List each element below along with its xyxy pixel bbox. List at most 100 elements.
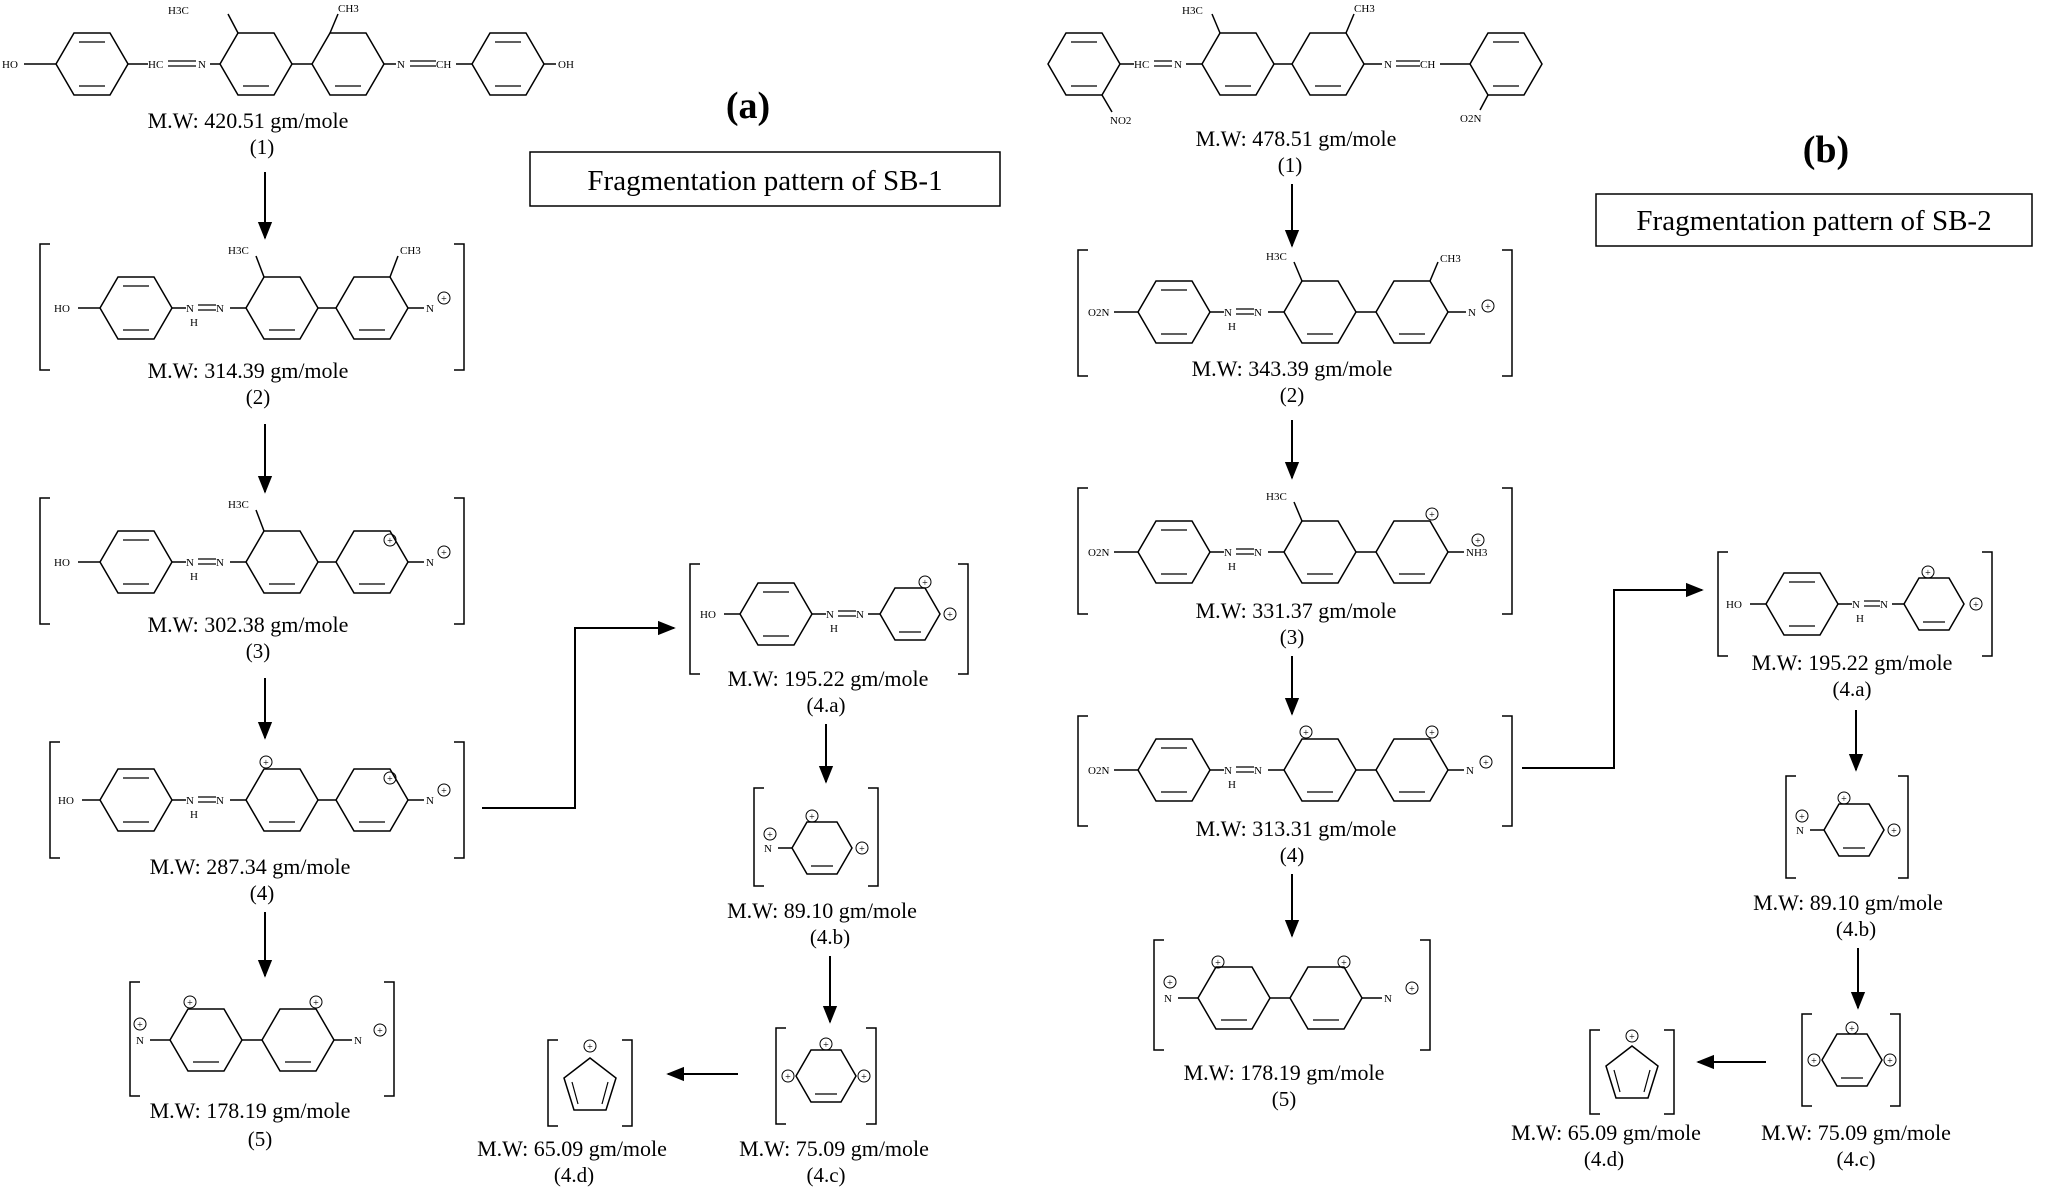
fragment-b4d-structure: + [1589, 1029, 1675, 1115]
svg-text:H: H [1856, 613, 1864, 625]
svg-text:H: H [190, 809, 198, 821]
svg-text:N: N [354, 1035, 362, 1047]
svg-text:H: H [1228, 321, 1236, 333]
fragment-a4b-number: (4.b) [810, 925, 850, 949]
panel-a: (a) Fragmentation pattern of SB-1 HO HC … [2, 3, 1001, 1187]
fragment-b4a-structure: HO N N H + + [1717, 551, 1993, 657]
fragment-a4b-structure: N + + + [753, 787, 879, 887]
svg-text:+: + [1799, 812, 1805, 823]
svg-text:+: + [1485, 302, 1491, 313]
svg-text:+: + [263, 758, 269, 769]
svg-text:+: + [767, 830, 773, 841]
fragment-b4-structure: O2N N N H + + N + [1077, 715, 1513, 827]
fragment-b3-mw: M.W: 331.37 gm/mole [1196, 598, 1397, 623]
fragment-a4a-structure: HO N N H + + [689, 563, 969, 675]
svg-text:+: + [1475, 536, 1481, 547]
svg-text:+: + [1341, 958, 1347, 969]
svg-text:N: N [216, 557, 224, 569]
svg-text:CH3: CH3 [338, 3, 359, 15]
panel-a-title: Fragmentation pattern of SB-1 [587, 165, 942, 197]
fragment-a5-structure: N + + + N + [129, 981, 395, 1097]
fragment-a4c-mw: M.W: 75.09 gm/mole [739, 1136, 929, 1161]
svg-text:CH3: CH3 [1440, 253, 1461, 265]
svg-text:HC: HC [148, 59, 163, 71]
svg-text:H3C: H3C [1266, 491, 1287, 503]
fragment-a4a-mw: M.W: 195.22 gm/mole [728, 666, 929, 691]
svg-text:+: + [1887, 1056, 1893, 1067]
svg-text:N: N [198, 59, 206, 71]
fragment-a4d-mw: M.W: 65.09 gm/mole [477, 1136, 667, 1161]
svg-text:HO: HO [58, 795, 74, 807]
fragment-a4b-mw: M.W: 89.10 gm/mole [727, 898, 917, 923]
svg-text:N: N [1466, 765, 1474, 777]
svg-text:H: H [190, 571, 198, 583]
svg-text:+: + [1891, 826, 1897, 837]
fragment-b2-structure: O2N N N H H3C CH3 N + [1077, 249, 1513, 377]
svg-text:N: N [397, 59, 405, 71]
fragment-b4c-number: (4.c) [1836, 1147, 1875, 1171]
fragment-b3-structure: O2N N N H H3C + NH3 + [1077, 487, 1513, 615]
svg-text:+: + [441, 786, 447, 797]
svg-text:+: + [1811, 1056, 1817, 1067]
svg-text:O2N: O2N [1460, 113, 1481, 125]
svg-text:N: N [1254, 765, 1262, 777]
svg-text:N: N [136, 1035, 144, 1047]
svg-text:H: H [830, 623, 838, 635]
svg-text:H3C: H3C [168, 5, 189, 17]
panel-b-label: (b) [1803, 129, 1849, 171]
svg-text:+: + [1973, 600, 1979, 611]
svg-text:+: + [313, 998, 319, 1009]
fragment-a1-mw: M.W: 420.51 gm/mole [148, 108, 349, 133]
panel-b-title-box [1595, 193, 2033, 247]
fragment-b2-number: (2) [1280, 383, 1305, 407]
svg-text:+: + [859, 844, 865, 855]
svg-text:+: + [947, 610, 953, 621]
svg-text:+: + [1841, 794, 1847, 805]
svg-text:N: N [1468, 307, 1476, 319]
svg-text:HC: HC [1134, 59, 1149, 71]
svg-text:O2N: O2N [1088, 547, 1109, 559]
svg-text:+: + [441, 548, 447, 559]
svg-text:+: + [1483, 758, 1489, 769]
svg-text:N: N [426, 557, 434, 569]
fragment-a4-number: (4) [250, 881, 275, 905]
svg-text:+: + [1925, 568, 1931, 579]
svg-text:+: + [1429, 510, 1435, 521]
svg-text:CH3: CH3 [400, 245, 421, 257]
fragment-b4-number: (4) [1280, 843, 1305, 867]
svg-text:+: + [587, 1042, 593, 1053]
fragment-a1-structure: HO HC N H3C CH3 N CH [2, 3, 574, 96]
svg-text:H3C: H3C [228, 245, 249, 257]
fragment-a2-mw: M.W: 314.39 gm/mole [148, 358, 349, 383]
fragment-a1-number: (1) [250, 135, 275, 159]
svg-text:+: + [823, 1040, 829, 1051]
svg-text:+: + [922, 578, 928, 589]
svg-text:+: + [785, 1072, 791, 1083]
svg-text:HO: HO [54, 557, 70, 569]
svg-text:N: N [1880, 599, 1888, 611]
svg-text:HO: HO [1726, 599, 1742, 611]
svg-text:NO2: NO2 [1110, 115, 1131, 127]
fragment-a3-number: (3) [246, 639, 271, 663]
panel-b-title: Fragmentation pattern of SB-2 [1636, 205, 1991, 237]
fragment-a3-structure: HO N N H H3C + N + [39, 497, 465, 625]
svg-text:H: H [190, 317, 198, 329]
svg-text:+: + [377, 1026, 383, 1037]
fragment-b2-mw: M.W: 343.39 gm/mole [1192, 356, 1393, 381]
fragment-b4c-structure: + + + [1801, 1013, 1901, 1107]
svg-text:O2N: O2N [1088, 765, 1109, 777]
fragment-b1-number: (1) [1278, 153, 1303, 177]
fragment-a5-number: (5) [248, 1127, 273, 1151]
svg-text:N: N [1224, 307, 1232, 319]
svg-text:+: + [1167, 978, 1173, 989]
fragment-b3-number: (3) [1280, 625, 1305, 649]
svg-text:+: + [1849, 1024, 1855, 1035]
fragment-b4b-structure: N + + + [1785, 775, 1909, 879]
svg-text:+: + [187, 998, 193, 1009]
svg-text:+: + [387, 536, 393, 547]
svg-text:O2N: O2N [1088, 307, 1109, 319]
fragment-a4a-number: (4.a) [806, 693, 845, 717]
arrow-b4-b4a [1522, 582, 1704, 769]
atom-label: HO [2, 59, 18, 71]
svg-text:N: N [186, 795, 194, 807]
